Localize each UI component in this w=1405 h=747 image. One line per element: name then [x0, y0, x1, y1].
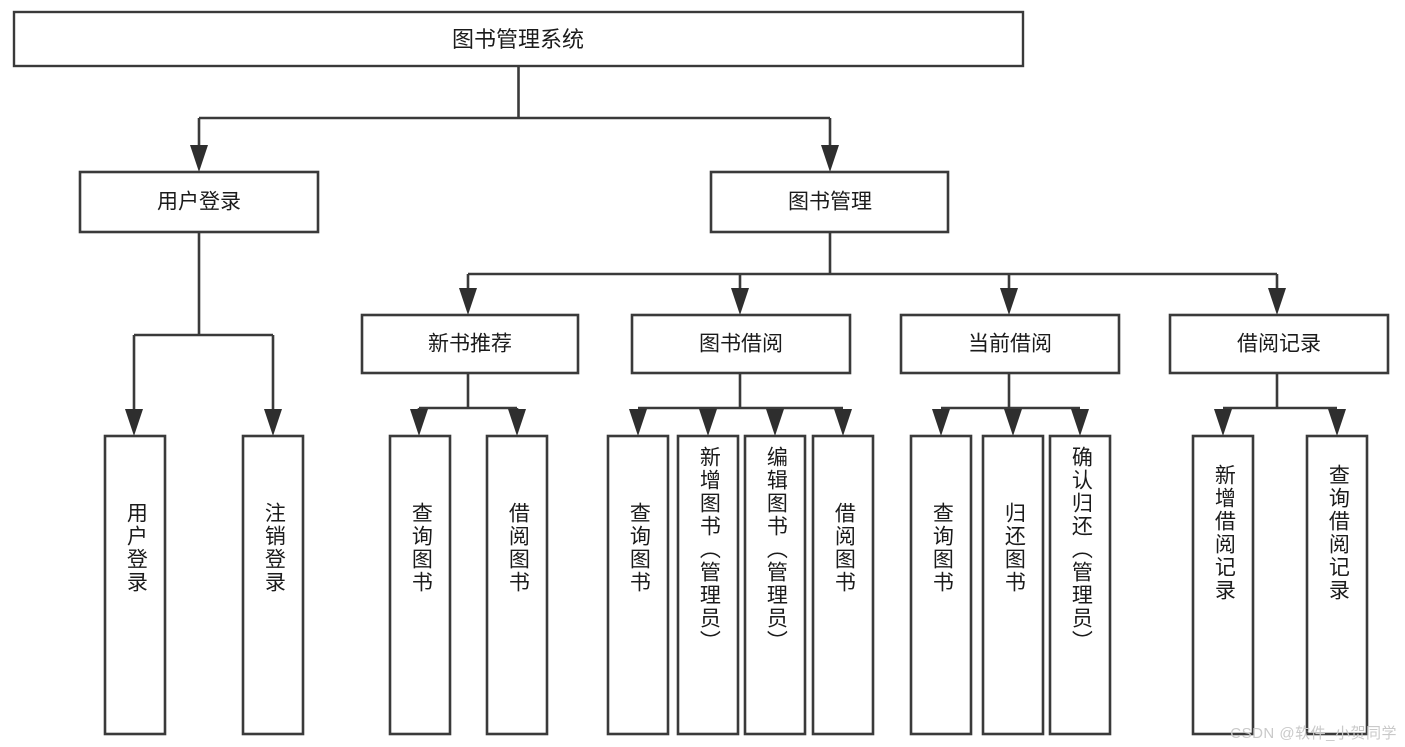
- connector-layer: [125, 66, 1346, 436]
- new-book-rec-box[interactable]: [360, 313, 580, 375]
- leaf-box-user-login[interactable]: [103, 434, 167, 736]
- book-manage-label: 图书管理: [788, 191, 872, 214]
- arrow-to-borrow-record: [1268, 288, 1286, 315]
- node-borrow-record[interactable]: 借阅记录: [1168, 313, 1390, 375]
- arrow-to-book-borrow: [731, 288, 749, 315]
- node-new-book-rec[interactable]: 新书推荐: [360, 313, 580, 375]
- new-book-rec-label: 新书推荐: [428, 333, 512, 356]
- leaf-box-query-record[interactable]: [1305, 434, 1369, 736]
- leaf-box-layer: [103, 434, 1369, 736]
- leaf-box-add-record[interactable]: [1191, 434, 1255, 736]
- leaf-box-borrow-book-1[interactable]: [485, 434, 549, 736]
- arrow-to-leaf-add-record: [1214, 409, 1232, 436]
- arrow-to-leaf-logout: [264, 409, 282, 436]
- node-user-login[interactable]: 用户登录: [78, 170, 320, 234]
- leaf-box-query-book-3[interactable]: [909, 434, 973, 736]
- current-borrow-box[interactable]: [899, 313, 1121, 375]
- leaf-box-query-book-2[interactable]: [606, 434, 670, 736]
- root-label: 图书管理系统: [452, 27, 584, 52]
- borrow-record-label: 借阅记录: [1237, 333, 1321, 356]
- arrow-to-leaf-query-record: [1328, 409, 1346, 436]
- current-borrow-label: 当前借阅: [968, 333, 1052, 356]
- leaf-box-borrow-book-2[interactable]: [811, 434, 875, 736]
- arrow-to-leaf-add-book: [699, 409, 717, 436]
- book-borrow-label: 图书借阅: [699, 333, 783, 356]
- arrow-to-leaf-query-book-3: [932, 409, 950, 436]
- borrow-record-box[interactable]: [1168, 313, 1390, 375]
- book-borrow-box[interactable]: [630, 313, 852, 375]
- leaf-box-edit-book[interactable]: [743, 434, 807, 736]
- csdn-watermark: CSDN @软件_小贺同学: [1230, 725, 1397, 742]
- arrow-to-leaf-query-book-2: [629, 409, 647, 436]
- user-login-label: 用户登录: [157, 191, 241, 214]
- arrow-to-leaf-user-login: [125, 409, 143, 436]
- arrow-to-leaf-borrow-book-2: [834, 409, 852, 436]
- root-box[interactable]: [12, 10, 1025, 68]
- arrow-to-book-manage: [821, 145, 839, 172]
- leaf-box-query-book-1[interactable]: [388, 434, 452, 736]
- arrow-to-current-borrow: [1000, 288, 1018, 315]
- arrow-to-new-book-rec: [459, 288, 477, 315]
- arrow-to-leaf-confirm-return: [1071, 409, 1089, 436]
- leaf-box-confirm-return[interactable]: [1048, 434, 1112, 736]
- node-root[interactable]: 图书管理系统: [12, 10, 1025, 68]
- arrow-to-leaf-edit-book: [766, 409, 784, 436]
- node-current-borrow[interactable]: 当前借阅: [899, 313, 1121, 375]
- leaf-box-add-book[interactable]: [676, 434, 740, 736]
- book-manage-box[interactable]: [709, 170, 950, 234]
- node-book-manage[interactable]: 图书管理: [709, 170, 950, 234]
- arrow-to-leaf-query-book-1: [410, 409, 428, 436]
- leaf-box-logout[interactable]: [241, 434, 305, 736]
- node-book-borrow[interactable]: 图书借阅: [630, 313, 852, 375]
- leaf-box-return-book[interactable]: [981, 434, 1045, 736]
- arrow-to-leaf-borrow-book-1: [508, 409, 526, 436]
- arrow-to-leaf-return-book: [1004, 409, 1022, 436]
- user-login-box[interactable]: [78, 170, 320, 234]
- arrow-to-user-login: [190, 145, 208, 172]
